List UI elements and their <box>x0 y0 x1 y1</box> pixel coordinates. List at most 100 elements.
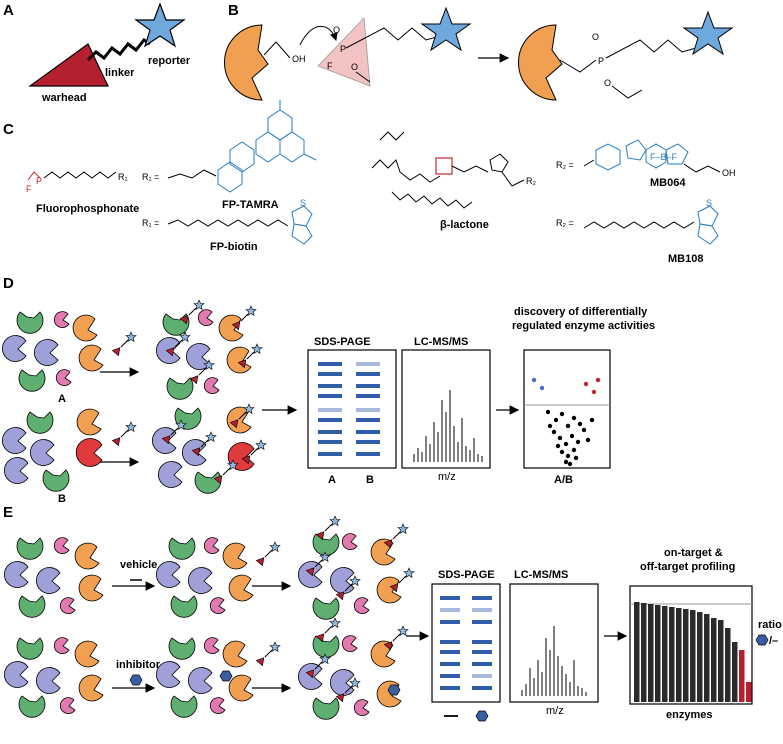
label-lane-a: A <box>328 474 336 486</box>
volcano-dot-black <box>585 437 591 443</box>
volcano-dot-black <box>565 423 571 429</box>
label-fp-tamra: FP-TAMRA <box>222 199 279 211</box>
linker-chain-shape <box>86 37 151 62</box>
volcano-dot-black <box>559 411 565 417</box>
bar-black <box>697 612 703 702</box>
panel-letter-a: A <box>3 2 14 19</box>
label-p: P <box>340 44 346 54</box>
label-mz-d: m/z <box>438 471 456 483</box>
r1-label-a: R₁ = <box>142 172 159 182</box>
enzyme-right-shape <box>518 24 563 101</box>
volcano-dot-black <box>581 427 587 433</box>
volcano-dot-black <box>559 449 565 455</box>
probe-icon-e-vehicle <box>256 542 280 566</box>
fp-p-label: P <box>36 176 42 186</box>
biotin-s-label-a: S <box>300 198 306 208</box>
gel-band <box>318 440 342 444</box>
volcano-frame <box>523 349 611 469</box>
gel-frame-d <box>307 349 397 469</box>
volcano-dot-black <box>571 447 577 453</box>
volcano-dot-black <box>555 443 561 449</box>
sample-a-enzymes <box>1 311 104 392</box>
r2-label-a: R₂ = <box>556 160 574 170</box>
gel-band <box>472 596 492 600</box>
labeled-sample-b <box>151 404 266 494</box>
volcano-dot-black <box>547 423 553 429</box>
volcano-dot-black <box>589 417 595 423</box>
biotin-structure-a <box>291 205 313 245</box>
label-p-product: P <box>598 56 604 66</box>
bar-profile-bars <box>634 602 752 702</box>
label-reporter: reporter <box>148 55 191 67</box>
label-enzymes: enzymes <box>666 709 712 721</box>
gel-band <box>356 362 380 366</box>
bar-black <box>641 603 647 702</box>
label-inhibitor: inhibitor <box>116 659 161 671</box>
label-discovery-1: discovery of differentially <box>514 306 648 318</box>
reporter-star-b1 <box>420 6 472 52</box>
label-sds-page-e: SDS-PAGE <box>438 569 495 581</box>
bar-black <box>648 604 654 702</box>
volcano-dot-black <box>573 455 579 461</box>
tamra-structure <box>217 100 317 193</box>
bar-black <box>683 609 689 702</box>
gel-bands-e <box>440 596 492 690</box>
inhibitor-mid-enzymes <box>155 637 254 718</box>
bar-black <box>704 614 710 702</box>
vehicle-labeled-enzymes <box>297 516 414 620</box>
label-discovery-2: regulated enzyme activities <box>512 320 655 332</box>
r2-label-b: R₂ = <box>556 218 574 228</box>
label-fluorophosphonate: Fluorophosphonate <box>36 203 139 215</box>
lane-inhibitor-hex <box>475 710 489 722</box>
label-oh: OH <box>292 54 306 64</box>
gel-band <box>440 620 460 624</box>
enzyme-left-shape <box>224 24 269 101</box>
warhead-triangle-shape <box>28 43 109 87</box>
gel-band <box>318 430 342 434</box>
panel-e: E vehicle <box>3 504 782 722</box>
gel-band <box>318 384 342 388</box>
gel-band <box>356 430 380 434</box>
volcano-dot-black <box>567 461 573 467</box>
gel-band <box>472 662 492 666</box>
bar-black <box>711 618 717 702</box>
label-sample-a: A <box>58 393 66 405</box>
panel-letter-b: B <box>228 2 239 19</box>
gel-band <box>472 608 492 612</box>
volcano-dot-red <box>583 381 589 387</box>
label-o2: O <box>351 62 358 72</box>
label-mb108: MB108 <box>668 253 703 265</box>
warhead-highlight-shape <box>317 17 371 87</box>
gel-band <box>440 640 460 644</box>
gel-band <box>318 452 342 456</box>
panel-letter-d: D <box>3 275 14 292</box>
volcano-dot-blue <box>531 377 537 383</box>
biotin-s-label-b: S <box>706 198 712 208</box>
biotin-structure-b <box>697 205 719 245</box>
bar-black <box>718 620 724 702</box>
label-warhead: warhead <box>41 92 87 104</box>
gel-band <box>318 362 342 366</box>
volcano-dot-black <box>571 415 577 421</box>
volcano-dot-red <box>591 389 597 395</box>
mb064-structure <box>583 139 721 173</box>
label-lcms-d: LC-MS/MS <box>414 336 468 348</box>
inhibitor-start-enzymes <box>3 637 104 718</box>
lactone-r2-small: R₂ <box>526 176 536 186</box>
gel-band <box>318 394 342 398</box>
panel-letter-e: E <box>3 504 13 521</box>
label-ratio: ratio <box>758 619 782 631</box>
volcano-dot-black <box>551 429 557 435</box>
gel-band <box>356 452 380 456</box>
fp-f-label: F <box>26 184 32 194</box>
nucleophilic-attack-arrow <box>299 25 338 46</box>
probe-icon-e-inhibitor <box>256 642 280 666</box>
bar-black <box>634 602 640 702</box>
volcano-dot-black <box>563 459 569 465</box>
volcano-dot-black <box>553 417 559 423</box>
label-mz-e: m/z <box>546 705 564 717</box>
gel-band <box>356 440 380 444</box>
gel-band <box>440 596 460 600</box>
gel-band <box>440 608 460 612</box>
bar-red <box>746 682 752 702</box>
